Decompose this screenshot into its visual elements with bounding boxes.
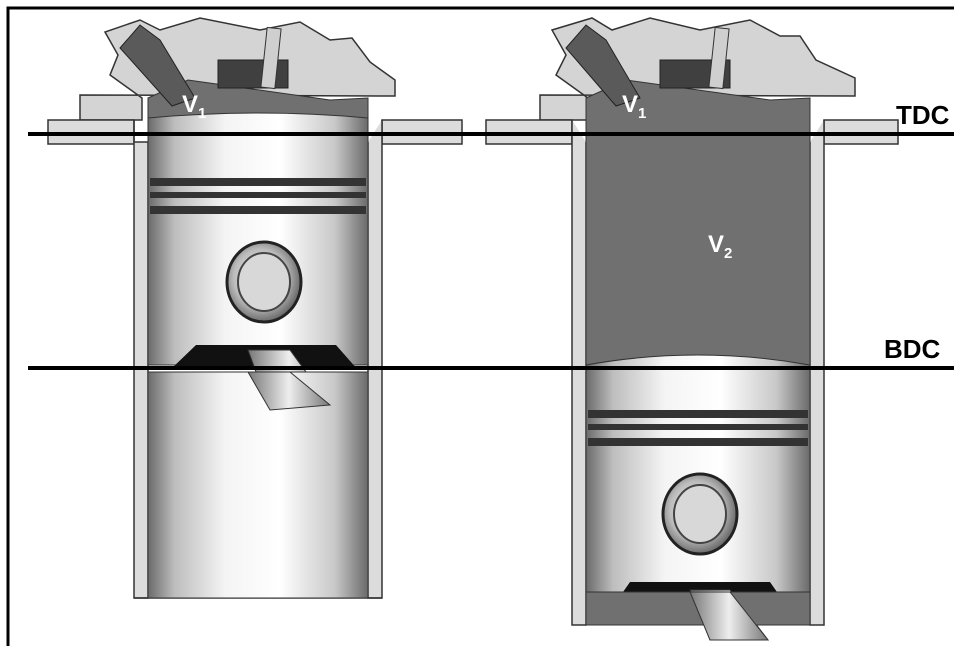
cylinder-wall-left bbox=[133, 120, 149, 599]
intake-port-icon-r bbox=[565, 24, 641, 107]
piston-left bbox=[147, 112, 369, 366]
bore-left bbox=[147, 371, 369, 599]
cylinder-wall-right-r bbox=[809, 120, 825, 626]
intake-port-icon bbox=[119, 24, 196, 107]
ring-3 bbox=[150, 206, 366, 214]
label-tdc: TDC bbox=[896, 100, 950, 130]
ring-1 bbox=[150, 178, 366, 186]
label-bdc: BDC bbox=[884, 334, 941, 364]
label-v1-right: V1 bbox=[622, 91, 646, 122]
valve-stem-icon bbox=[260, 26, 282, 90]
valve-stem-icon-r bbox=[708, 26, 730, 90]
ring-3-r bbox=[588, 438, 808, 446]
right-cylinder bbox=[485, 17, 899, 641]
ring-2 bbox=[150, 192, 366, 198]
ring-2-r bbox=[588, 424, 808, 430]
left-cylinder bbox=[47, 17, 463, 599]
label-v2: V2 bbox=[708, 231, 732, 262]
cylinder-wall-left-r bbox=[571, 120, 587, 626]
ring-1-r bbox=[588, 410, 808, 418]
label-v1-left: V1 bbox=[182, 91, 206, 122]
cylinder-wall-right bbox=[367, 120, 383, 599]
chamber-v2 bbox=[585, 79, 811, 369]
